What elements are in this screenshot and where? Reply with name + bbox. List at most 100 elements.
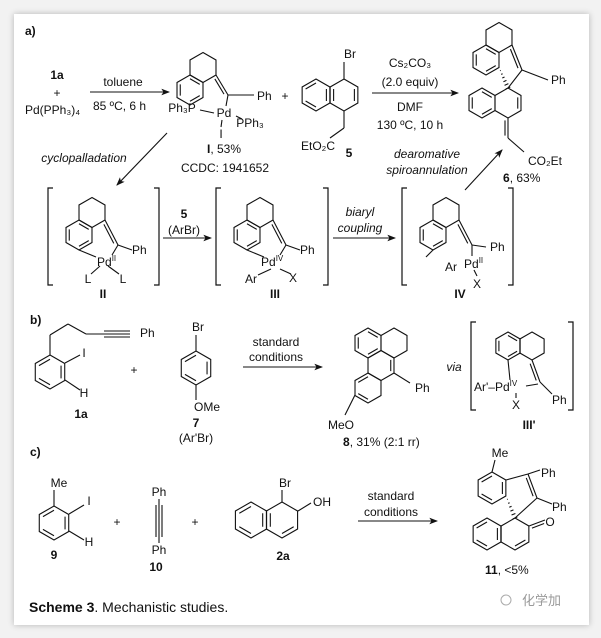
bond — [507, 335, 518, 342]
compound-2a-br: Br — [279, 476, 291, 490]
bond — [272, 219, 287, 246]
ring — [432, 196, 460, 229]
ring — [367, 349, 395, 382]
product-11-ph: Ph — [552, 500, 567, 514]
dearomative-label: dearomative — [394, 147, 460, 161]
ring — [233, 219, 261, 251]
watermark-logo-icon — [500, 594, 512, 606]
bond — [64, 379, 81, 391]
biaryl-label: biaryl — [346, 205, 375, 219]
bond — [536, 497, 553, 505]
product-8-ph: Ph — [415, 381, 430, 395]
complex-I-ph3p: Ph₃P — [168, 101, 196, 115]
bond — [511, 44, 523, 71]
via-label: via — [446, 360, 462, 374]
ring — [329, 78, 359, 112]
bond — [38, 377, 51, 386]
bond-layer — [34, 21, 553, 551]
ring — [354, 372, 382, 404]
bond — [68, 530, 85, 541]
bond — [481, 91, 493, 98]
bond — [281, 526, 294, 534]
bond — [189, 78, 201, 85]
ring — [234, 501, 268, 539]
compound-7-label: 7 — [193, 416, 200, 430]
product-11-oxygen: O — [545, 515, 554, 529]
bond — [64, 354, 81, 364]
ring — [519, 331, 545, 361]
compound-10-label: 10 — [149, 560, 163, 574]
int-IV-ph: Ph — [490, 240, 505, 254]
bond — [111, 244, 119, 256]
int-IV-x: X — [473, 277, 481, 291]
ring — [189, 51, 217, 84]
compound-5-ester: EtO₂C — [301, 139, 335, 153]
ring — [500, 517, 530, 551]
bond — [503, 79, 507, 83]
arrow-cyclopalladation — [116, 132, 168, 186]
bond — [509, 48, 519, 69]
ring — [380, 327, 408, 359]
int-II-ligand: L — [85, 272, 92, 286]
bond — [527, 469, 541, 475]
int-III-prime-label: III' — [523, 418, 536, 432]
product-11-caption: 11, <5% — [485, 563, 529, 577]
step1-conditions: 85 ºC, 6 h — [93, 99, 146, 113]
compound-5-label: 5 — [346, 146, 353, 160]
bond — [329, 127, 345, 139]
conditions-line1: standard — [253, 335, 300, 349]
step2-equiv: (2.0 equiv) — [382, 75, 439, 89]
ring — [78, 196, 106, 229]
plus-sign: + — [191, 515, 198, 529]
bond — [68, 504, 85, 515]
bond — [78, 240, 90, 247]
product-11-me: Me — [492, 446, 509, 460]
bond — [527, 473, 538, 499]
int-III-pd: PdIV — [261, 254, 284, 269]
int-III-prime-x: X — [512, 398, 520, 412]
bracket-II — [47, 187, 160, 286]
bond — [271, 224, 283, 244]
bond — [529, 363, 537, 381]
bond — [507, 359, 511, 381]
bond — [246, 249, 265, 258]
int-II-ph: Ph — [132, 243, 147, 257]
plus-sign: + — [53, 86, 60, 100]
watermark: 化学加 — [522, 593, 561, 608]
compound-10-ph-bottom: Ph — [152, 543, 167, 557]
bond — [531, 523, 545, 529]
bracket-III — [215, 187, 329, 286]
bond — [500, 73, 503, 75]
bond — [246, 240, 258, 247]
product-8-meo: MeO — [328, 418, 354, 432]
bond — [184, 373, 197, 382]
int-II-pd: PdII — [97, 254, 116, 269]
bond — [78, 249, 97, 258]
product-6-caption: 6, 63% — [503, 171, 541, 185]
bond — [504, 83, 509, 86]
bond — [481, 108, 493, 115]
ring — [485, 21, 513, 54]
bond — [473, 269, 478, 277]
bond — [432, 240, 444, 247]
bond — [305, 100, 317, 108]
ring — [301, 78, 331, 112]
compound-2a-label: 2a — [276, 549, 290, 563]
compound-1a-h: H — [80, 386, 89, 400]
bond — [220, 119, 223, 128]
ccdc-number: CCDC: 1941652 — [181, 161, 269, 175]
ring — [38, 505, 70, 541]
bond — [357, 393, 369, 400]
int-III-ar: Ar — [245, 272, 257, 286]
bond — [49, 323, 69, 336]
bond — [285, 244, 301, 251]
cyclopalladation-label: cyclopalladation — [41, 151, 127, 165]
bond — [471, 244, 487, 248]
complex-I-iodide: I — [219, 127, 222, 141]
bond — [481, 493, 493, 501]
figure-card — [14, 14, 589, 625]
bond — [457, 224, 469, 244]
bond — [297, 502, 312, 512]
compound-2a-oh: OH — [313, 495, 331, 509]
bond — [432, 223, 444, 230]
